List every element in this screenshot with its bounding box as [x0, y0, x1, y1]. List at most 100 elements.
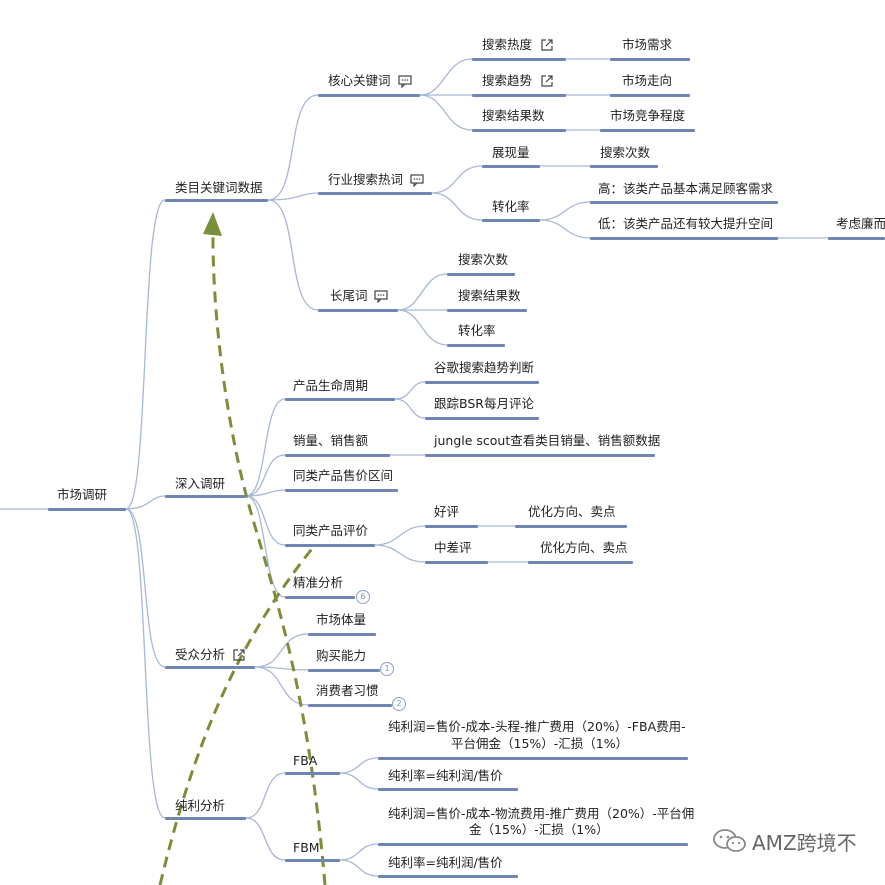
- underline: [447, 273, 515, 276]
- note-good-review: 优化方向、卖点: [528, 504, 616, 519]
- note-consider: 考虑廉而: [836, 216, 885, 231]
- underline: [285, 489, 398, 492]
- node-good-review: 好评: [434, 504, 460, 519]
- node-google-trend: 谷歌搜索趋势判断: [434, 360, 535, 375]
- collapsed-count-badge[interactable]: 1: [380, 662, 394, 676]
- note-bad-review: 优化方向、卖点: [540, 540, 628, 555]
- underline: [472, 129, 566, 132]
- underline: [378, 788, 518, 791]
- underline: [610, 58, 690, 61]
- formula-fbm-line2: 金（15%）-汇损（1%）: [469, 822, 609, 837]
- node-purchasing-power: 购买能力: [316, 648, 367, 663]
- node-bad-review: 中差评: [434, 540, 472, 555]
- node-longtail-conversion: 转化率: [458, 323, 496, 338]
- underline: [482, 219, 540, 222]
- branch-profit: 纯利分析: [175, 798, 226, 813]
- node-search-heat: 搜索热度: [482, 37, 533, 52]
- node-market-size: 市场体量: [316, 612, 367, 627]
- arrowhead: [203, 212, 222, 236]
- root-underline: [48, 508, 126, 511]
- underline: [165, 199, 268, 202]
- branch-audience: 受众分析: [175, 647, 226, 662]
- node-long-tail: 长尾词: [330, 288, 368, 303]
- node-exposure: 展现量: [492, 145, 530, 160]
- underline: [447, 344, 505, 347]
- external-link-icon[interactable]: [232, 648, 246, 662]
- underline: [285, 859, 340, 862]
- note-market-competition: 市场竞争程度: [610, 108, 686, 123]
- underline: [590, 237, 778, 240]
- collapsed-count-badge[interactable]: 6: [356, 590, 370, 604]
- wechat-logo: [713, 829, 746, 852]
- underline: [600, 129, 695, 132]
- underline: [590, 201, 778, 204]
- node-bsr-review: 跟踪BSR每月评论: [434, 396, 534, 411]
- node-core-keyword: 核心关键词: [328, 73, 391, 88]
- node-conversion: 转化率: [492, 199, 530, 214]
- underline: [285, 398, 395, 401]
- underline: [447, 309, 527, 312]
- formula-fba-rate: 纯利率=纯利润/售价: [388, 768, 503, 783]
- root-node: 市场调研: [57, 487, 108, 502]
- note-market-demand: 市场需求: [622, 37, 673, 52]
- underline: [378, 757, 688, 760]
- comment-icon: [398, 75, 412, 88]
- underline: [165, 495, 246, 498]
- underline: [425, 454, 655, 457]
- underline: [482, 165, 540, 168]
- external-link-icon[interactable]: [540, 38, 554, 52]
- branch-deep-research: 深入调研: [175, 476, 226, 491]
- underline: [472, 58, 566, 61]
- note-conversion-high: 高：该类产品基本满足顾客需求: [598, 181, 774, 196]
- note-search-count: 搜索次数: [600, 145, 651, 160]
- formula-fbm-line1: 纯利润=售价-成本-物流费用-推广费用（20%）-平台佣: [388, 806, 695, 821]
- underline: [165, 817, 246, 820]
- node-reviews: 同类产品评价: [293, 523, 369, 538]
- underline: [318, 94, 420, 97]
- underline: [165, 666, 255, 669]
- formula-fba-line1: 纯利润=售价-成本-头程-推广费用（20%）-FBA费用-: [388, 719, 686, 734]
- node-sales: 销量、销售额: [293, 433, 369, 448]
- node-price-range: 同类产品售价区间: [293, 468, 394, 483]
- underline: [425, 525, 478, 528]
- branch-keyword-data: 类目关键词数据: [175, 180, 263, 195]
- underline: [425, 417, 539, 420]
- underline: [425, 561, 488, 564]
- node-precise-analysis: 精准分析: [293, 575, 344, 590]
- underline: [590, 165, 658, 168]
- underline: [378, 875, 518, 878]
- underline: [828, 237, 885, 240]
- underline: [308, 669, 380, 672]
- underline: [318, 192, 432, 195]
- node-longtail-search-results: 搜索结果数: [458, 288, 521, 303]
- node-lifecycle: 产品生命周期: [293, 378, 369, 393]
- node-fba: FBA: [293, 753, 318, 768]
- underline: [610, 94, 690, 97]
- node-consumer-habits: 消费者习惯: [316, 683, 379, 698]
- underline: [318, 309, 398, 312]
- note-market-direction: 市场走向: [622, 73, 673, 88]
- underline: [285, 772, 340, 775]
- formula-fbm-rate: 纯利率=纯利润/售价: [388, 855, 503, 870]
- underline: [472, 94, 566, 97]
- external-link-icon[interactable]: [540, 74, 554, 88]
- node-search-trend: 搜索趋势: [482, 73, 533, 88]
- underline: [308, 633, 376, 636]
- underline: [285, 454, 390, 457]
- underline: [308, 704, 392, 707]
- comment-icon: [410, 174, 424, 187]
- node-industry-hotwords: 行业搜索热词: [328, 172, 404, 187]
- underline: [378, 843, 688, 846]
- underline: [285, 596, 355, 599]
- node-fbm: FBM: [293, 840, 320, 855]
- formula-fba-line2: 平台佣金（15%）-汇损（1%）: [451, 736, 629, 751]
- node-search-results: 搜索结果数: [482, 108, 545, 123]
- collapsed-count-badge[interactable]: 2: [392, 697, 406, 711]
- note-conversion-low: 低：该类产品还有较大提升空间: [598, 216, 774, 231]
- watermark-text: AMZ跨境不: [752, 831, 857, 855]
- underline: [528, 561, 633, 564]
- underline: [425, 381, 539, 384]
- comment-icon: [374, 290, 388, 303]
